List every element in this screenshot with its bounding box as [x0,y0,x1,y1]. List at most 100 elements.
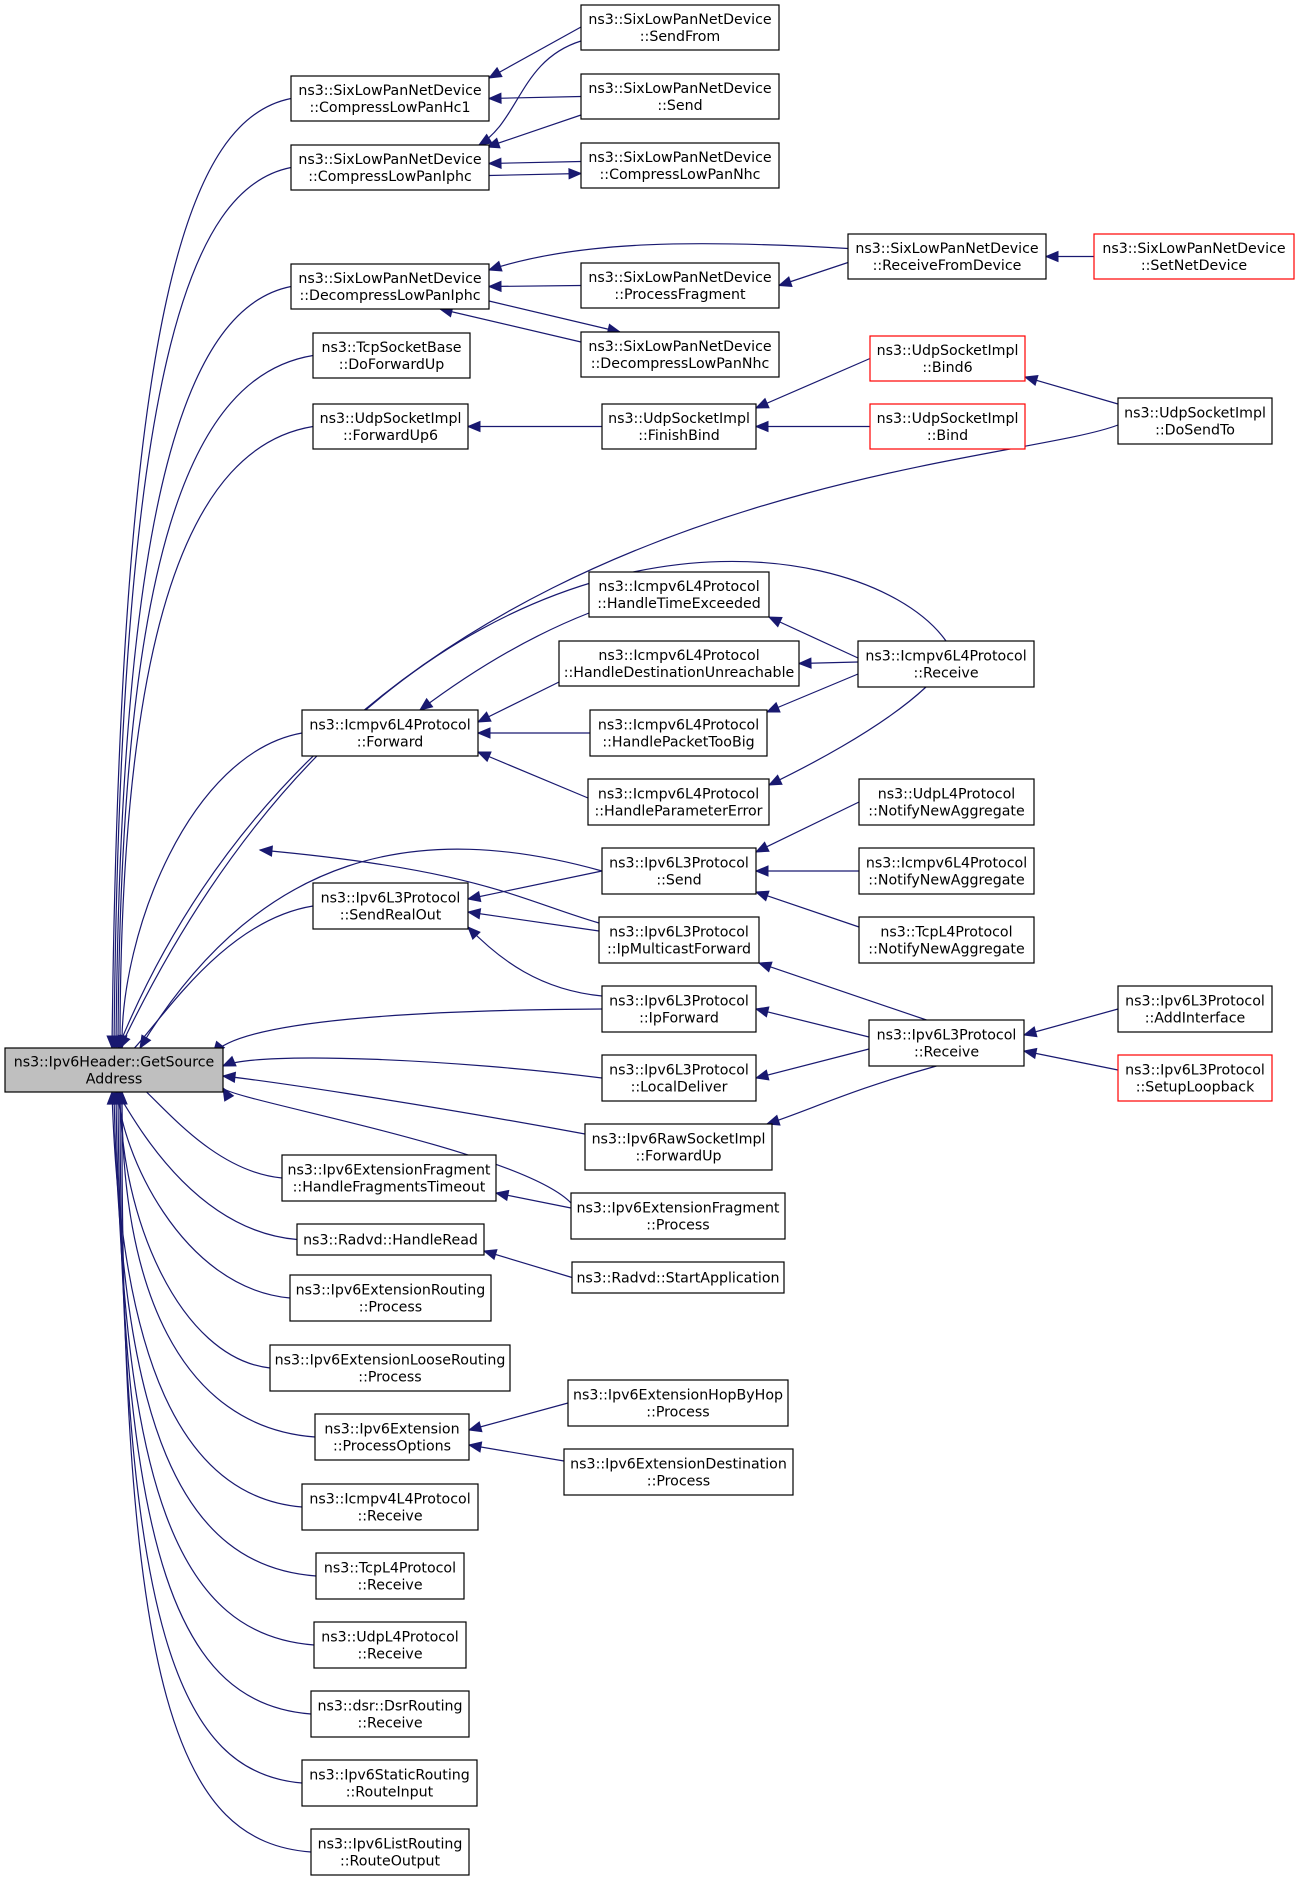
node-label: ns3::Icmpv6L4Protocol [598,579,759,595]
graph-node-diphc[interactable]: ns3::SixLowPanNetDevice::DecompressLowPa… [290,263,490,310]
arrowhead-icon [116,1090,128,1105]
node-box [601,847,757,895]
graph-node-epo[interactable]: ns3::Ipv6Extension::ProcessOptions [314,1413,470,1461]
node-label: ::SendFrom [640,29,720,45]
node-box [869,403,1026,450]
node-label: ::Process [359,1300,422,1316]
arrowhead-icon [754,1006,770,1018]
graph-node-slb[interactable]: ns3::Ipv6L3Protocol::SetupLoopback [1117,1054,1273,1102]
call-edge [767,616,859,659]
graph-node-hc1[interactable]: ns3::SixLowPanNetDevice::CompressLowPanH… [290,75,490,122]
graph-node-bind[interactable]: ns3::UdpSocketImpl::Bind [869,403,1026,450]
call-edge [765,1065,937,1126]
graph-node-efp[interactable]: ns3::Ipv6ExtensionFragment::Process [570,1192,786,1240]
graph-node-ciphc[interactable]: ns3::SixLowPanNetDevice::CompressLowPanI… [290,144,490,191]
arrowhead-icon [418,697,434,711]
graph-node-l3send[interactable]: ns3::Ipv6L3Protocol::Send [601,847,757,895]
node-label: ns3::Ipv6ListRouting [318,1837,463,1853]
node-label: ::SetupLoopback [1136,1080,1255,1096]
node-label: ns3::SixLowPanNetDevice [588,81,771,97]
graph-node-sf[interactable]: ns3::SixLowPanNetDevice::SendFrom [580,4,780,51]
graph-node-inna[interactable]: ns3::Icmpv6L4Protocol::NotifyNewAggregat… [858,847,1035,895]
arrowhead-icon [754,397,770,409]
call-edge [482,1249,573,1279]
call-edge [797,657,859,669]
node-label: ::CompressLowPanHc1 [309,100,470,116]
node-label: ns3::UdpSocketImpl [877,411,1019,427]
graph-node-i4r[interactable]: ns3::Icmpv4L4Protocol::Receive [301,1483,479,1531]
graph-node-unna[interactable]: ns3::UdpL4Protocol::NotifyNewAggregate [858,778,1035,826]
call-edge [112,1090,312,1715]
node-box [301,1483,479,1531]
node-label: ns3::Ipv6L3Protocol [1125,1063,1265,1079]
graph-node-dnhc[interactable]: ns3::SixLowPanNetDevice::DecompressLowPa… [580,331,780,378]
call-edge [477,40,582,146]
graph-node-ircv[interactable]: ns3::Icmpv6L4Protocol::Receive [857,640,1035,688]
graph-node-ifwd[interactable]: ns3::Icmpv6L4Protocol::Forward [301,709,479,757]
graph-node-rawfu[interactable]: ns3::Ipv6RawSocketImpl::ForwardUp [584,1123,773,1171]
node-label: ::Receive [913,666,978,682]
graph-node-ipf[interactable]: ns3::Ipv6L3Protocol::IpForward [601,985,757,1033]
graph-node-tcpdfu[interactable]: ns3::TcpSocketBase::DoForwardUp [312,332,471,379]
node-label: ns3::Radvd::StartApplication [576,1271,779,1287]
node-label: ns3::Radvd::HandleRead [303,1233,478,1249]
graph-node-tnna[interactable]: ns3::TcpL4Protocol::NotifyNewAggregate [858,916,1035,964]
graph-node-send6[interactable]: ns3::SixLowPanNetDevice::Send [580,73,780,120]
graph-node-ehbh[interactable]: ns3::Ipv6ExtensionHopByHop::Process [567,1379,789,1427]
graph-node-l3rcv[interactable]: ns3::Ipv6L3Protocol::Receive [868,1019,1025,1067]
graph-node-elrp[interactable]: ns3::Ipv6ExtensionLooseRouting::Process [269,1344,511,1392]
graph-node-lro[interactable]: ns3::Ipv6ListRouting::RouteOutput [310,1828,470,1876]
graph-node-pf[interactable]: ns3::SixLowPanNetDevice::ProcessFragment [580,262,780,309]
node-label: ::Send [657,98,702,114]
node-box [290,263,490,310]
call-edge [466,420,602,433]
arrowhead-icon [777,276,793,288]
graph-node-addif[interactable]: ns3::Ipv6L3Protocol::AddInterface [1117,985,1273,1033]
node-label: ::Process [646,1405,709,1421]
graph-node-hptb[interactable]: ns3::Icmpv6L4Protocol::HandlePacketTooBi… [589,709,768,757]
graph-node-hpe[interactable]: ns3::Icmpv6L4Protocol::HandleParameterEr… [587,778,770,826]
graph-node-cnhc[interactable]: ns3::SixLowPanNetDevice::CompressLowPanN… [580,142,780,189]
graph-node-tr[interactable]: ns3::TcpL4Protocol::Receive [315,1552,465,1600]
call-edge [119,560,947,1050]
node-label: ns3::Ipv6L3Protocol [1125,994,1265,1010]
node-label: ns3::Ipv6Header::GetSource [14,1055,215,1071]
graph-node-rhr[interactable]: ns3::Radvd::HandleRead [296,1223,485,1256]
call-edge [754,801,860,853]
graph-node-rfd[interactable]: ns3::SixLowPanNetDevice::ReceiveFromDevi… [847,233,1047,280]
graph-node-bind6[interactable]: ns3::UdpSocketImpl::Bind6 [869,335,1026,382]
arrowhead-icon [1022,1047,1038,1060]
graph-node-ld[interactable]: ns3::Ipv6L3Protocol::LocalDeliver [601,1054,757,1102]
graph-node-dst[interactable]: ns3::UdpSocketImpl::DoSendTo [1117,397,1273,445]
graph-node-snd[interactable]: ns3::SixLowPanNetDevice::SetNetDevice [1093,233,1295,280]
graph-node-hft[interactable]: ns3::Ipv6ExtensionFragment::HandleFragme… [281,1154,497,1202]
arrowhead-icon [754,1069,770,1081]
graph-node-sro[interactable]: ns3::Ipv6L3Protocol::SendRealOut [312,882,469,930]
node-label: ::Receive [357,1716,422,1732]
call-edge [112,1090,291,1299]
call-edge [212,1008,603,1056]
graph-node-hte[interactable]: ns3::Icmpv6L4Protocol::HandleTimeExceede… [588,571,770,618]
node-label: ::DecompressLowPanNhc [591,356,770,372]
graph-node-sri[interactable]: ns3::Ipv6StaticRouting::RouteInput [301,1759,478,1807]
graph-node-fb[interactable]: ns3::UdpSocketImpl::FinishBind [601,403,757,450]
arrowhead-icon [1044,250,1059,263]
node-label: ::Process [646,1218,709,1234]
graph-node-hdu[interactable]: ns3::Icmpv6L4Protocol::HandleDestination… [558,640,800,687]
arrowhead-icon [119,1034,131,1050]
node-box [584,1123,773,1171]
arrowhead-icon [476,751,492,763]
node-label: ns3::Ipv6ExtensionFragment [577,1201,780,1217]
node-label: ns3::UdpSocketImpl [320,411,462,427]
node-label: ns3::Ipv6L3Protocol [609,994,749,1010]
graph-node-fu6[interactable]: ns3::UdpSocketImpl::ForwardUp6 [312,403,469,450]
graph-node-ur[interactable]: ns3::UdpL4Protocol::Receive [313,1621,467,1669]
node-box [301,1759,478,1807]
graph-node-rsa[interactable]: ns3::Radvd::StartApplication [571,1261,785,1294]
graph-node-imf[interactable]: ns3::Ipv6L3Protocol::IpMulticastForward [598,916,760,964]
graph-node-edp[interactable]: ns3::Ipv6ExtensionDestination::Process [563,1448,794,1496]
graph-node-dsr[interactable]: ns3::dsr::DsrRouting::Receive [310,1690,470,1738]
graph-node-erp[interactable]: ns3::Ipv6ExtensionRouting::Process [289,1274,492,1322]
node-label: ::DoForwardUp [339,357,445,373]
